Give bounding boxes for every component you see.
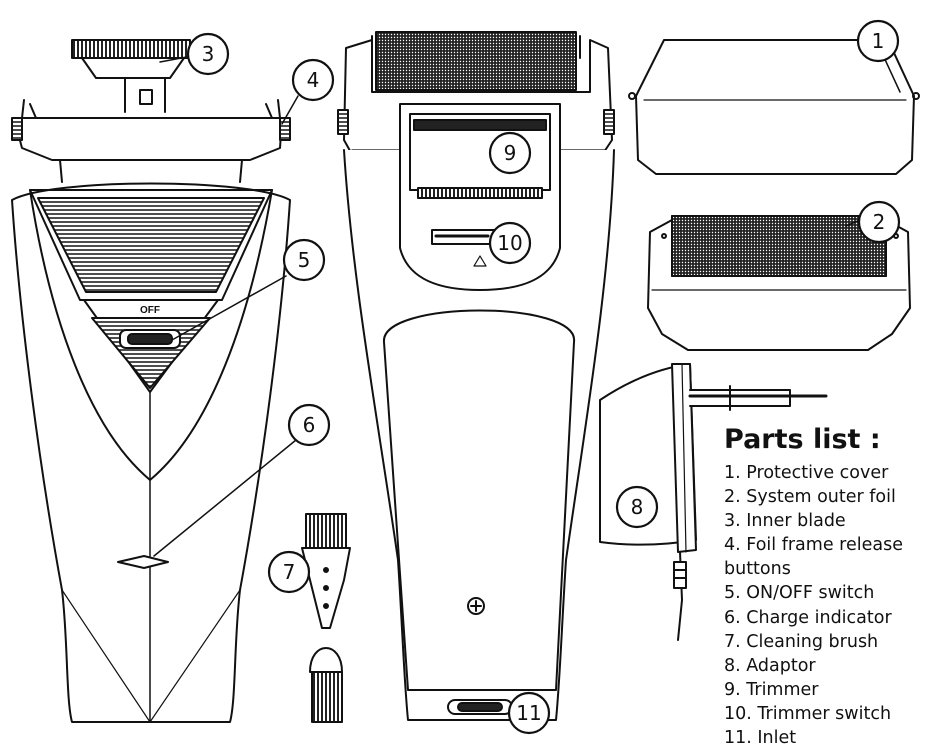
callout-11: 11	[507, 691, 551, 735]
callout-9: 9	[488, 131, 532, 175]
callout-10: 10	[488, 221, 532, 265]
off-label: OFF	[140, 305, 160, 316]
release-button-left[interactable]	[11, 117, 23, 141]
callout-2: 2	[857, 200, 901, 244]
parts-list: 1. Protective cover 2. System outer foil…	[724, 461, 903, 750]
svg-text:1: 1	[872, 29, 885, 53]
parts-list-item: 1. Protective cover	[724, 463, 889, 483]
parts-list-item: 2. System outer foil	[724, 487, 896, 508]
foil-frame	[13, 117, 283, 161]
parts-list-item: 5. ON/OFF switch	[724, 583, 875, 604]
parts-list-item: 11. Inlet	[724, 728, 797, 749]
back-foil	[375, 31, 577, 91]
svg-text:5: 5	[298, 248, 311, 272]
charge-indicator	[117, 555, 169, 569]
parts-list-title: Parts list :	[724, 424, 881, 455]
svg-text:6: 6	[303, 413, 316, 437]
callout-5: 5	[282, 238, 326, 282]
parts-list-item: 10. Trimmer switch	[724, 703, 892, 724]
svg-text:7: 7	[283, 560, 296, 584]
callout-6: 6	[287, 403, 331, 447]
inner-blade	[71, 39, 191, 113]
callout-8: 8	[615, 485, 659, 529]
callout-3: 3	[186, 32, 230, 76]
parts-list-item: 4. Foil frame release	[724, 535, 903, 556]
back-shaver	[337, 31, 615, 721]
parts-list-item: 6. Charge indicator	[724, 607, 892, 628]
svg-text:8: 8	[631, 495, 644, 519]
parts-list-item: 9. Trimmer	[724, 679, 819, 700]
callout-7: 7	[267, 550, 311, 594]
cleaning-brush	[301, 513, 351, 723]
callout-4: 4	[291, 58, 335, 102]
protective-cover	[628, 39, 920, 175]
front-shaver: OFF	[11, 39, 291, 723]
svg-text:3: 3	[202, 42, 215, 66]
parts-list-item: 8. Adaptor	[724, 655, 816, 676]
callout-1: 1	[856, 19, 900, 63]
svg-text:10: 10	[497, 231, 522, 255]
svg-text:2: 2	[873, 210, 886, 234]
release-button-right[interactable]	[279, 117, 291, 141]
system-outer-foil	[647, 215, 911, 351]
svg-text:9: 9	[504, 141, 517, 165]
parts-list-item: 3. Inner blade	[724, 511, 846, 532]
svg-text:11: 11	[516, 701, 541, 725]
parts-list-item: 7. Cleaning brush	[724, 631, 879, 652]
parts-list-item: buttons	[724, 559, 791, 580]
callouts: 1 2 3 4 5 6 7 8 9 10 11	[186, 19, 901, 735]
svg-text:4: 4	[307, 68, 320, 92]
